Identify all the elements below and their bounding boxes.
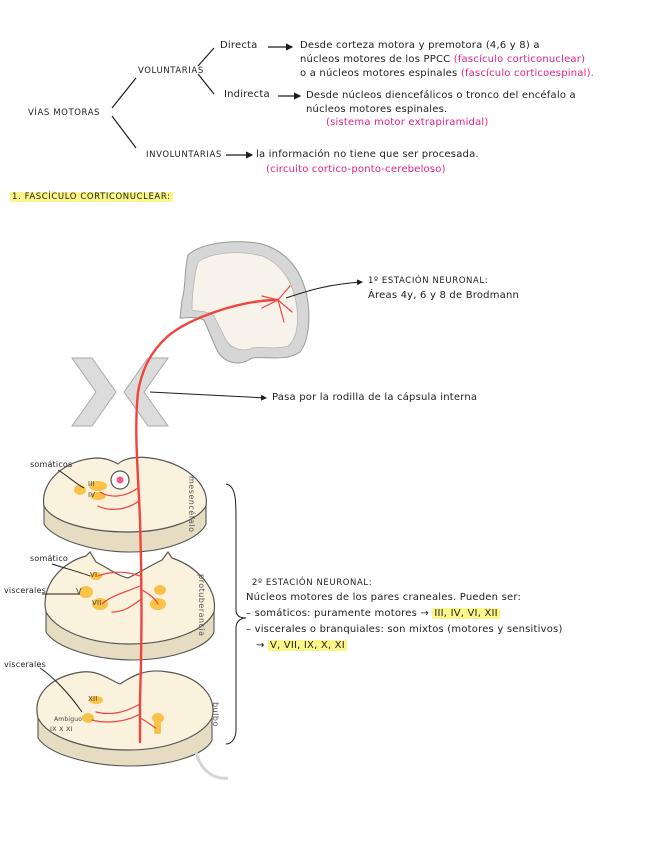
station2-arrow: → (256, 640, 265, 651)
branch-voluntarias: VOLUNTARIAS (138, 66, 204, 76)
branch-involuntarias: INVOLUNTARIAS (146, 150, 222, 160)
section-title-text: 1. FASCÍCULO CORTICONUCLEAR: (10, 192, 173, 202)
label-viscerales-pons: viscerales (4, 586, 46, 595)
involuntarias-text-1: la información no tiene que ser procesad… (256, 149, 479, 160)
station2-text-2: – somáticos: puramente motores → III, IV… (246, 608, 500, 619)
nucleus-XII: XII (88, 695, 98, 703)
nucleus-IV: IV (88, 491, 96, 499)
station2-visceral-nerves: V, VII, IX, X, XI (267, 640, 347, 651)
nucleus-VI: VI (90, 571, 98, 579)
directa-text-3: o a núcleos motores espinales (fascículo… (300, 68, 594, 79)
section-title: 1. FASCÍCULO CORTICONUCLEAR: (10, 192, 173, 202)
region-protuberancia: protuberancia (197, 574, 206, 637)
pons-section (44, 550, 216, 661)
root-label-vias-motoras: VÍAS MOTORAS (28, 108, 101, 118)
tree-branches (111, 43, 302, 159)
station1-text: Áreas 4y, 6 y 8 de Brodmann (368, 290, 520, 301)
cerebral-cortex (179, 241, 310, 364)
directa-text-2b-pink: (fascículo corticonuclear) (453, 54, 586, 65)
corticonuclear-tract (91, 285, 293, 744)
station2-title: 2º ESTACIÓN NEURONAL: (252, 578, 373, 588)
directa-text-2a: núcleos motores de los PPCC (300, 54, 451, 65)
mesencephalon-section (42, 456, 207, 553)
branch-directa: Directa (220, 40, 258, 51)
nucleus-VII: VII (92, 599, 102, 607)
involuntarias-text-2-pink: (circuito cortico-ponto-cerebeloso) (266, 164, 446, 175)
label-viscerales-medulla: viscerales (4, 660, 46, 669)
label-somatico-pons: somático (30, 554, 69, 563)
station2-text-1: Núcleos motores de los pares craneales. … (246, 592, 522, 603)
indirecta-text-3-pink: (sistema motor extrapiramidal) (326, 117, 489, 128)
indirecta-text-2: núcleos motores espinales. (306, 104, 448, 115)
directa-text-3a: o a núcleos motores espinales (300, 68, 458, 79)
ambiguo-label: Ambiguo (54, 716, 83, 723)
annotation-arrows (39, 279, 363, 745)
branch-indirecta: Indirecta (224, 89, 270, 100)
indirecta-text-1: Desde núcleos diencefálicos o tronco del… (306, 90, 576, 101)
nucleus-III: III (88, 480, 95, 488)
capsula-label: Pasa por la rodilla de la cápsula intern… (272, 392, 478, 403)
directa-text-1: Desde corteza motora y premotora (4,6 y … (300, 40, 540, 51)
region-bulbo: bulbo (211, 702, 220, 727)
station2-text-2a: – somáticos: puramente motores → (246, 608, 429, 619)
station2-text-3: – viscerales o branquiales: son mixtos (… (246, 624, 563, 635)
directa-text-3b-pink: (fascículo corticoespinal). (460, 68, 595, 79)
nucleus-V: V (76, 587, 82, 596)
region-mesencefalo: mesencéfalo (187, 476, 196, 533)
label-somaticos-mesencefalo: somáticos (30, 460, 73, 469)
station2-somatic-nerves: III, IV, VI, XII (432, 608, 500, 619)
ambiguo-nerves: IX X XI (50, 725, 73, 733)
station2-text-4: → V, VII, IX, X, XI (256, 640, 347, 651)
directa-text-2: núcleos motores de los PPCC (fascículo c… (300, 54, 585, 65)
internal-capsule (71, 357, 169, 427)
medulla-section (36, 670, 229, 780)
station1-title: 1º ESTACIÓN NEURONAL: (368, 276, 489, 286)
